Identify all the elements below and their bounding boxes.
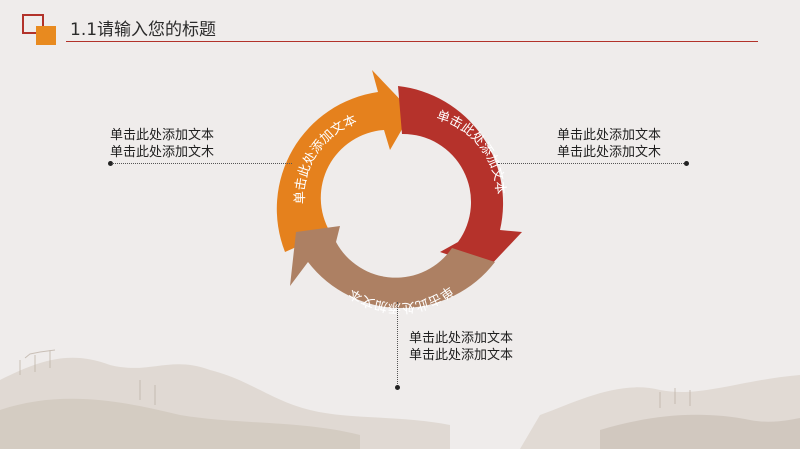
cycle-segment-brown[interactable] (290, 226, 495, 309)
callout-left: 单击此处添加文本 单击此处添加文木 (110, 127, 214, 161)
callout-bottom-dot (395, 385, 400, 390)
callout-right-leader (498, 163, 686, 164)
callout-right-dot (684, 161, 689, 166)
callout-right-line1[interactable]: 单击此处添加文本 (557, 128, 662, 143)
callout-bottom-line2[interactable]: 单击此处添加文本 (409, 348, 514, 363)
header-logo-icon (22, 14, 58, 46)
cycle-segment-red[interactable] (398, 86, 522, 268)
great-wall-background (0, 349, 800, 449)
page-title[interactable]: 1.1请输入您的标题 (70, 20, 217, 40)
callout-bottom-line1[interactable]: 单击此处添加文本 (409, 331, 514, 346)
callout-bottom: 单击此处添加文本 单击此处添加文本 (409, 330, 513, 364)
callout-left-line2[interactable]: 单击此处添加文木 (110, 145, 215, 160)
callout-right-line2[interactable]: 单击此处添加文木 (557, 145, 662, 160)
title-divider (66, 41, 758, 42)
callout-right: 单击此处添加文本 单击此处添加文木 (557, 127, 661, 161)
callout-left-leader (112, 163, 292, 164)
cycle-segment-orange[interactable] (276, 70, 412, 252)
callout-left-dot (108, 161, 113, 166)
callout-left-line1[interactable]: 单击此处添加文本 (110, 128, 215, 143)
callout-bottom-leader (397, 302, 398, 386)
